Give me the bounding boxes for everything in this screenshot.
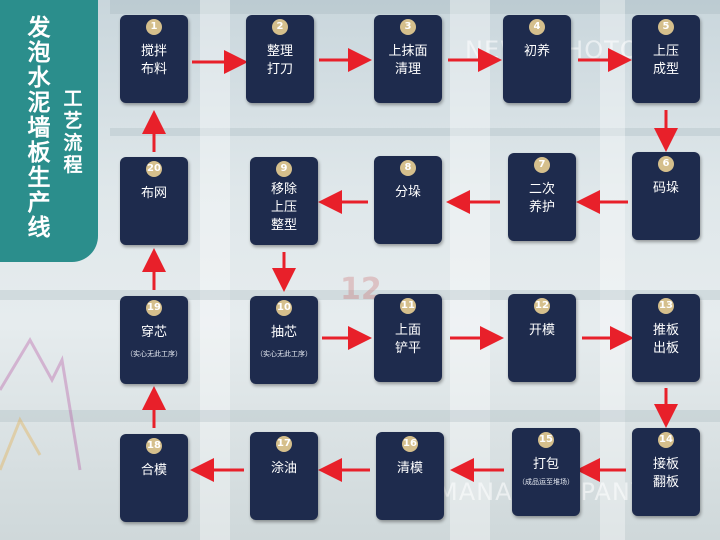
- step-label: 移除 上压 整型: [270, 182, 297, 233]
- step-number-badge: 3: [400, 19, 416, 35]
- step-5-box: 5 上压 成型: [632, 15, 700, 103]
- step-number-badge: 9: [276, 161, 292, 177]
- step-15-box: 15 打包 （成品运至堆场）: [512, 428, 580, 516]
- step-number-badge: 7: [534, 157, 550, 173]
- step-label: 分垛: [394, 185, 421, 200]
- title-panel: 发泡水泥墙板生产线 工艺流程: [0, 0, 98, 262]
- step-label: 清模: [396, 461, 423, 476]
- step-label: 整理 打刀: [266, 44, 293, 77]
- step-number-badge: 5: [658, 19, 674, 35]
- step-label: 上压 成型: [652, 44, 679, 77]
- step-number-badge: 15: [538, 432, 554, 448]
- step-18-box: 18 合模: [120, 434, 188, 522]
- step-6-box: 6 码垛: [632, 152, 700, 240]
- step-number-badge: 4: [529, 19, 545, 35]
- step-number-badge: 8: [400, 160, 416, 176]
- step-label: 布网: [140, 186, 167, 201]
- step-14-box: 14 接板 翻板: [632, 428, 700, 516]
- step-label: 码垛: [652, 181, 679, 196]
- step-7-box: 7 二次 养护: [508, 153, 576, 241]
- step-label: 合模: [140, 463, 167, 478]
- step-label: 搅拌 布料: [140, 44, 167, 77]
- step-number-badge: 13: [658, 298, 674, 314]
- step-label: 开模: [528, 323, 555, 338]
- step-16-box: 16 清模: [376, 432, 444, 520]
- step-note: （实心无此工序）: [126, 350, 182, 358]
- step-label: 二次 养护: [528, 182, 555, 215]
- step-number-badge: 14: [658, 432, 674, 448]
- step-number-badge: 18: [146, 438, 162, 454]
- step-label: 接板 翻板: [652, 457, 679, 490]
- step-4-box: 4 初养: [503, 15, 571, 103]
- step-12-box: 12 开模: [508, 294, 576, 382]
- diagram-subtitle: 工艺流程: [63, 88, 83, 176]
- step-19-box: 19 穿芯 （实心无此工序）: [120, 296, 188, 384]
- step-label: 上面 铲平: [394, 323, 421, 356]
- step-number-badge: 10: [276, 300, 292, 316]
- step-10-box: 10 抽芯 （实心无此工序）: [250, 296, 318, 384]
- step-number-badge: 19: [146, 300, 162, 316]
- step-label: 抽芯: [270, 325, 297, 340]
- step-note: （实心无此工序）: [256, 350, 312, 358]
- step-number-badge: 20: [146, 161, 162, 177]
- step-9-box: 9 移除 上压 整型: [250, 157, 318, 245]
- step-3-box: 3 上抹面 清理: [374, 15, 442, 103]
- step-label: 涂油: [270, 461, 297, 476]
- step-17-box: 17 涂油: [250, 432, 318, 520]
- step-number-badge: 2: [272, 19, 288, 35]
- step-label: 推板 出板: [652, 323, 679, 356]
- step-label: 打包: [532, 457, 559, 472]
- step-number-badge: 17: [276, 436, 292, 452]
- step-note: （成品运至堆场）: [518, 478, 574, 486]
- step-8-box: 8 分垛: [374, 156, 442, 244]
- step-number-badge: 12: [534, 298, 550, 314]
- diagram-title: 发泡水泥墙板生产线: [27, 15, 51, 241]
- step-label: 上抹面 清理: [388, 44, 428, 77]
- step-label: 初养: [523, 44, 550, 59]
- step-number-badge: 11: [400, 298, 416, 314]
- step-number-badge: 16: [402, 436, 418, 452]
- step-1-box: 1 搅拌 布料: [120, 15, 188, 103]
- step-11-box: 11 上面 铲平: [374, 294, 442, 382]
- step-13-box: 13 推板 出板: [632, 294, 700, 382]
- step-2-box: 2 整理 打刀: [246, 15, 314, 103]
- step-number-badge: 1: [146, 19, 162, 35]
- step-number-badge: 6: [658, 156, 674, 172]
- step-20-box: 20 布网: [120, 157, 188, 245]
- step-label: 穿芯: [140, 325, 167, 340]
